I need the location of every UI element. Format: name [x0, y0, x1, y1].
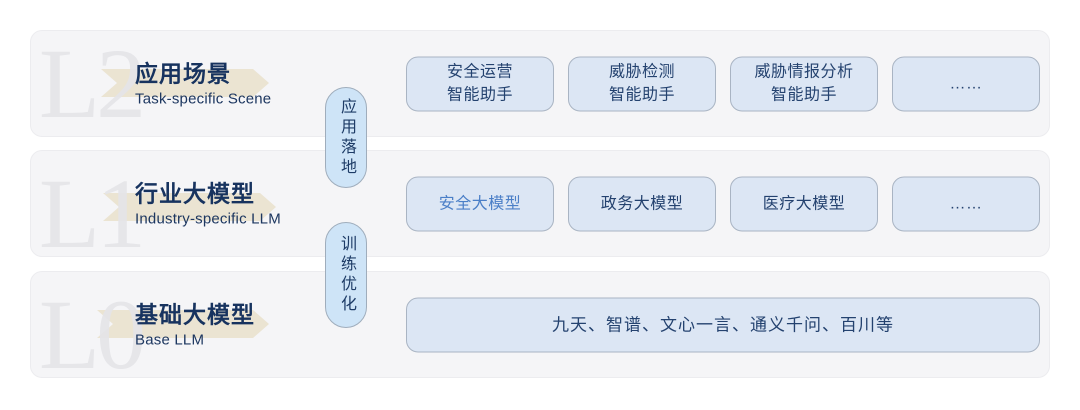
layer-title: 应用场景	[135, 60, 231, 87]
industry-llm-box-medical: 医疗大模型	[730, 176, 878, 231]
watermark-l0: L0	[39, 278, 146, 378]
layer-heading-l0: 基础大模型 Base LLM	[135, 300, 255, 349]
scene-box-security-operations-assistant: 安全运营 智能助手	[406, 56, 554, 111]
title-banner-arrow	[103, 193, 276, 221]
layer-subtitle: Task-specific Scene	[135, 90, 272, 108]
layer-title: 行业大模型	[135, 180, 255, 207]
layer-heading-l2: 应用场景 Task-specific Scene	[135, 59, 271, 108]
layer-heading-l1: 行业大模型 Industry-specific LLM	[135, 179, 281, 228]
base-llm-box-row: 九天、智谱、文心一言、通义千问、百川等	[406, 297, 1040, 352]
title-banner-arrow	[97, 310, 269, 338]
watermark-l1: L1	[39, 157, 146, 257]
base-llm-box: 九天、智谱、文心一言、通义千问、百川等	[406, 297, 1040, 352]
layer-panel-l0: L0 基础大模型 Base LLM 九天、智谱、文心一言、通义千问、百川等	[30, 271, 1050, 378]
title-banner-arrow	[101, 69, 269, 97]
industry-llm-box-more: ……	[892, 176, 1040, 231]
layer-subtitle: Industry-specific LLM	[135, 210, 281, 228]
scene-box-threat-detection-assistant: 威胁检测 智能助手	[568, 56, 716, 111]
layer-panel-l1: L1 行业大模型 Industry-specific LLM 安全大模型 政务大…	[30, 150, 1050, 257]
layer-subtitle: Base LLM	[135, 331, 205, 349]
scene-box-row: 安全运营 智能助手 威胁检测 智能助手 威胁情报分析 智能助手 ……	[406, 56, 1040, 111]
industry-llm-box-security: 安全大模型	[406, 176, 554, 231]
layer-panel-l2: L2 应用场景 Task-specific Scene 安全运营 智能助手 威胁…	[30, 30, 1050, 137]
industry-llm-box-row: 安全大模型 政务大模型 医疗大模型 ……	[406, 176, 1040, 231]
scene-box-threat-intel-analysis-assistant: 威胁情报分析 智能助手	[730, 56, 878, 111]
connector-pill-application-landing: 应用落地	[325, 87, 367, 188]
watermark-l2: L2	[39, 30, 146, 137]
scene-box-more: ……	[892, 56, 1040, 111]
layer-title: 基础大模型	[135, 301, 255, 328]
connector-pill-training-optimization: 训练优化	[325, 222, 367, 328]
industry-llm-box-government: 政务大模型	[568, 176, 716, 231]
